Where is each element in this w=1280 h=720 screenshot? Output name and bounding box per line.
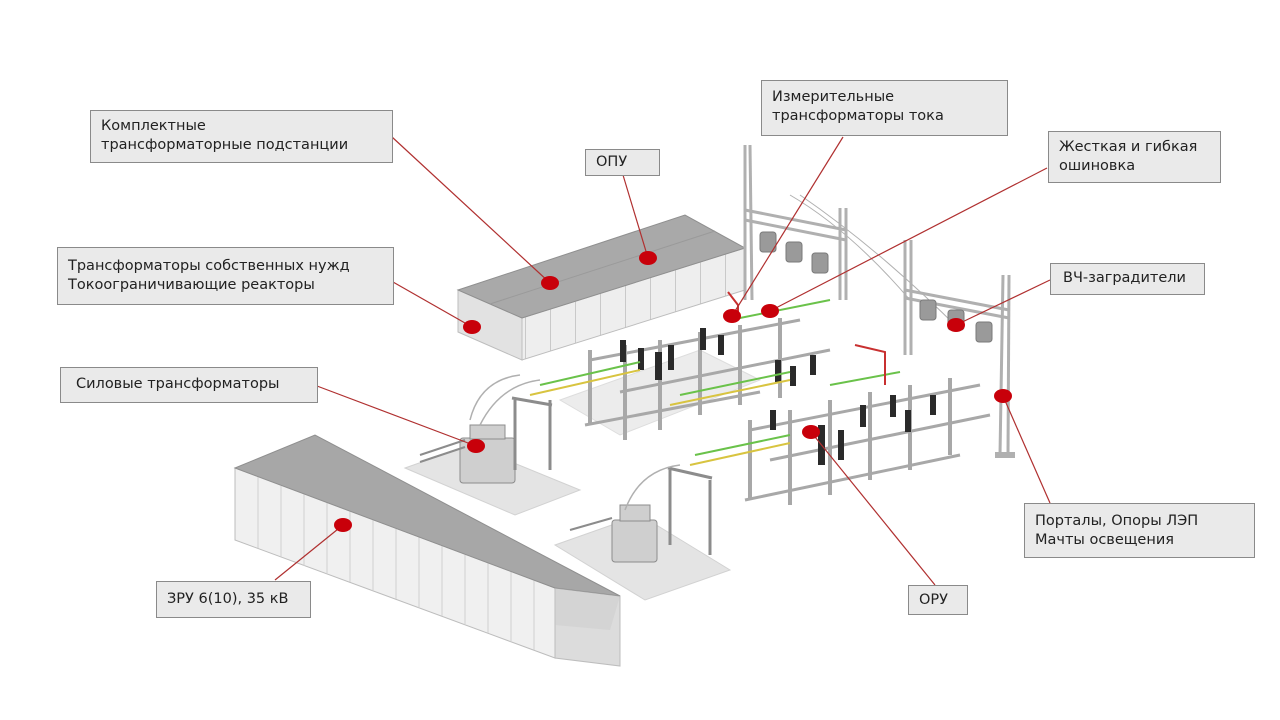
label-portaly-line2: Мачты освещения <box>1035 532 1174 548</box>
marker-oshinovka <box>761 304 779 318</box>
marker-portaly <box>994 389 1012 403</box>
portals-masts <box>469 144 1015 511</box>
label-vch-line1: ВЧ-заградители <box>1063 270 1186 286</box>
callout-markers <box>334 251 1012 532</box>
oru-structures <box>584 318 991 505</box>
label-oru-line1: ОРУ <box>919 592 948 608</box>
label-ktp-line1: Комплектные <box>101 118 206 134</box>
marker-ktp <box>541 276 559 290</box>
label-opu: ОПУ <box>585 149 660 176</box>
building-opu <box>456 214 747 361</box>
label-tsn: Трансформаторы собственных нужд Токоогра… <box>57 247 394 305</box>
label-oru: ОРУ <box>908 585 968 615</box>
label-tsn-line2: Токоограничивающие реакторы <box>68 277 315 293</box>
building-zru <box>233 434 621 667</box>
line-traps <box>759 231 993 343</box>
label-ktp: Комплектные трансформаторные подстанции <box>90 110 393 163</box>
label-silovye: Силовые трансформаторы <box>60 367 318 403</box>
label-zru-line1: ЗРУ 6(10), 35 кВ <box>167 591 289 607</box>
marker-vch <box>947 318 965 332</box>
label-oshinovka: Жесткая и гибкая ошиновка <box>1048 131 1221 183</box>
label-tsn-line1: Трансформаторы собственных нужд <box>68 258 350 274</box>
marker-silovye <box>467 439 485 453</box>
label-izmer-line1: Измерительные <box>772 89 895 105</box>
marker-izmer <box>723 309 741 323</box>
marker-oru <box>802 425 820 439</box>
marker-opu <box>639 251 657 265</box>
label-oshinovka-line1: Жесткая и гибкая <box>1059 139 1198 155</box>
label-ktp-line2: трансформаторные подстанции <box>101 137 349 153</box>
bus-bars <box>529 291 901 466</box>
label-zru: ЗРУ 6(10), 35 кВ <box>156 581 311 618</box>
label-silovye-line1: Силовые трансформаторы <box>76 376 280 392</box>
label-vch: ВЧ-заградители <box>1050 263 1205 295</box>
label-izmer: Измерительные трансформаторы тока <box>761 80 1008 136</box>
label-oshinovka-line2: ошиновка <box>1059 158 1136 174</box>
marker-zru <box>334 518 352 532</box>
label-portaly: Порталы, Опоры ЛЭП Мачты освещения <box>1024 503 1255 558</box>
label-izmer-line2: трансформаторы тока <box>772 108 944 124</box>
label-portaly-line1: Порталы, Опоры ЛЭП <box>1035 513 1199 529</box>
leader-lines <box>274 136 1051 586</box>
label-opu-line1: ОПУ <box>596 154 628 170</box>
marker-tsn <box>463 320 481 334</box>
